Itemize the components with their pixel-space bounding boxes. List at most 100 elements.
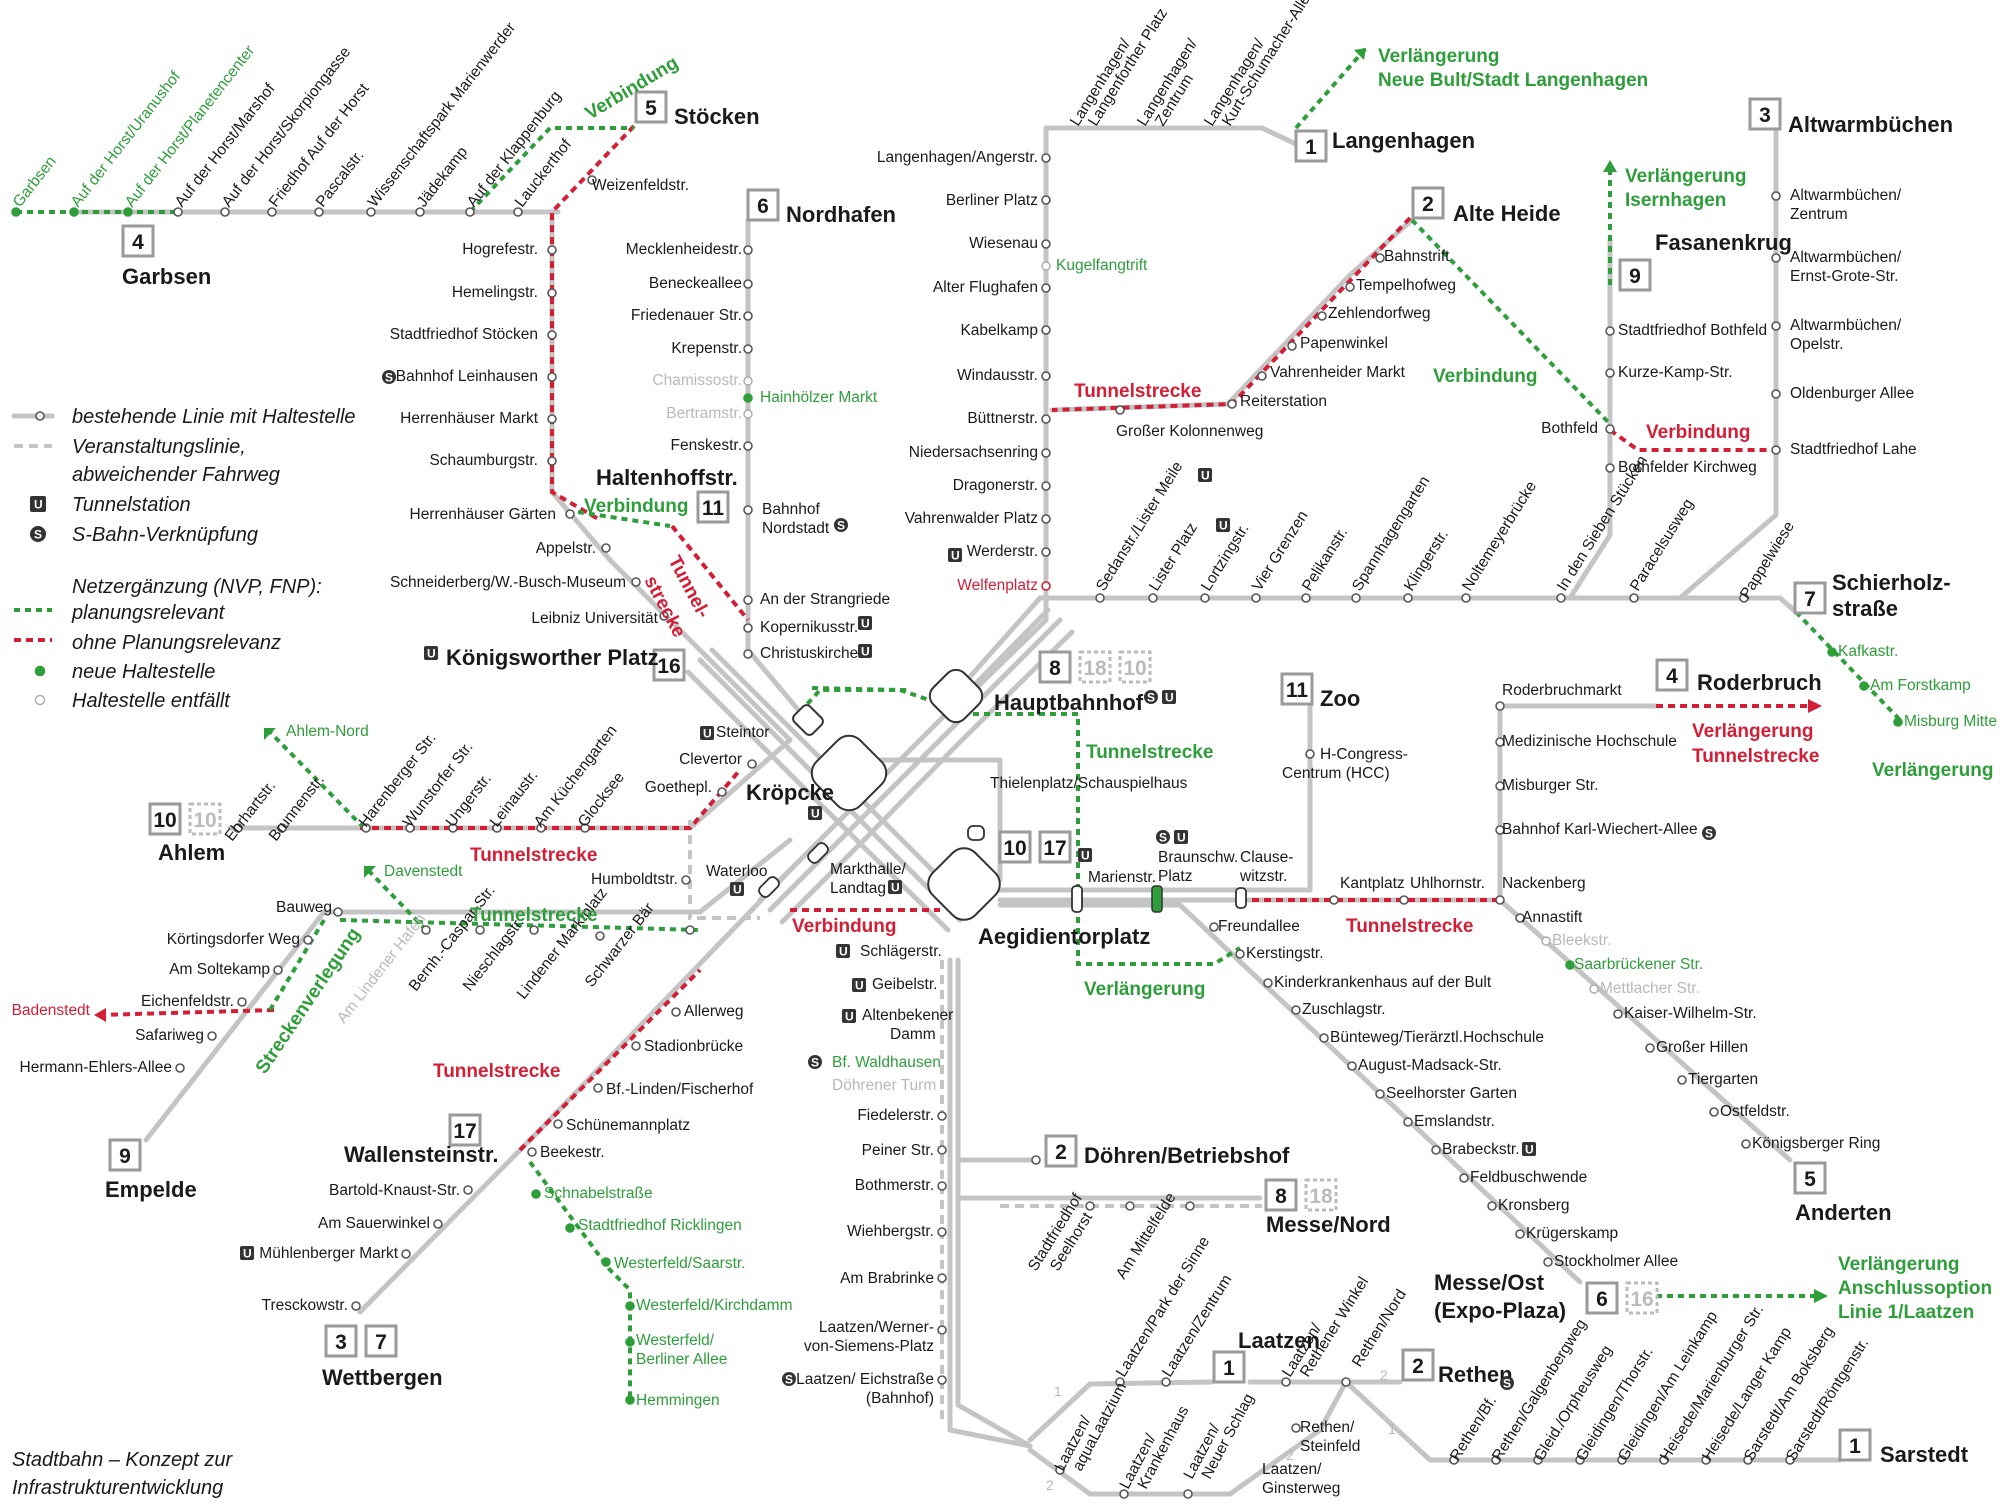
- station-label: Centrum (HCC): [1282, 765, 1390, 782]
- arrow-ahlem-nord: [264, 728, 276, 740]
- stop-marker: [1125, 1201, 1135, 1211]
- stop-marker: [1041, 581, 1051, 591]
- station-label: Mecklenheidestr.: [626, 241, 742, 258]
- stop-marker: [601, 543, 611, 553]
- route-annotation: Verbindung: [792, 916, 897, 937]
- line-badge: 10: [998, 830, 1032, 864]
- stop-marker: [595, 931, 605, 941]
- line-badge: 16: [1625, 1281, 1659, 1315]
- line-badge: 11: [1280, 672, 1314, 706]
- station-label: Rethen/: [1300, 1419, 1355, 1436]
- station-label: Thielenplatz/Schauspielhaus: [990, 775, 1188, 792]
- central-hubs: [758, 668, 1247, 921]
- badge-frame: [1793, 1161, 1827, 1195]
- station-label: Krügerskamp: [1526, 1225, 1618, 1242]
- svg-text:U: U: [951, 549, 960, 563]
- arrow-langenhagen: [1354, 48, 1366, 60]
- station-label: Bünteweg/Tierärztl.Hochschule: [1330, 1029, 1544, 1046]
- green-lindener-tunnel: [339, 918, 701, 932]
- badge-number: 5: [1804, 1168, 1816, 1191]
- line-badge: 16: [652, 648, 686, 682]
- s-icon: S: [1144, 690, 1158, 705]
- line-badge: 1: [1838, 1428, 1872, 1462]
- station-label: Bahnstrift: [1384, 248, 1450, 265]
- line-1-2-south: [947, 957, 1033, 1449]
- svg-text:U: U: [855, 979, 864, 993]
- stop-marker: [1613, 1009, 1623, 1019]
- badge-frame: [108, 1138, 142, 1172]
- stop-marker: [1041, 283, 1051, 293]
- line-badge: 6: [1585, 1281, 1619, 1315]
- stop-marker: [1041, 195, 1051, 205]
- legend-new-stop: neue Haltestelle: [72, 661, 215, 683]
- stop-marker: [717, 787, 727, 797]
- stop-marker: [1209, 922, 1219, 932]
- terminal-label: Garbsen: [122, 264, 211, 289]
- stop-marker: [351, 1301, 361, 1311]
- station-label: Herrenhäuser Gärten: [410, 506, 556, 523]
- badge-frame: [1793, 581, 1827, 615]
- line-badge: 3: [324, 1324, 358, 1358]
- red-ahlem-tunnel: [360, 768, 742, 830]
- stop-marker: [1085, 1201, 1095, 1211]
- station-label: Steinfeld: [1300, 1438, 1360, 1455]
- line-badge: 2: [1401, 1348, 1435, 1382]
- badge-number: 1: [1849, 1435, 1861, 1458]
- terminal-label: Haltenhoffstr.: [596, 465, 738, 490]
- stop-marker: [547, 245, 557, 255]
- station-label: Bartold-Knaust-Str.: [329, 1182, 460, 1199]
- stop-marker: [1235, 949, 1245, 959]
- badge-frame: [364, 1324, 398, 1358]
- stop-marker: [937, 1375, 947, 1385]
- station-label: Pelikanstr.: [1299, 524, 1351, 594]
- s-icon: S: [834, 518, 848, 533]
- stop-marker: [1148, 593, 1158, 603]
- terminal-label: Ahlem: [158, 840, 225, 865]
- tunnel-stop-thielenplatz: [967, 825, 985, 841]
- green-misburg: [1794, 610, 1902, 722]
- station-label: Windausstr.: [957, 367, 1038, 384]
- station-label: Westerfeld/Saarstr.: [614, 1255, 746, 1272]
- red-badenstedt: [99, 1008, 275, 1017]
- stop-marker: [1859, 681, 1869, 691]
- svg-text:S: S: [34, 528, 42, 542]
- badge-frame: [1655, 658, 1689, 692]
- badge-number: 11: [702, 497, 725, 520]
- badge-frame: [1280, 672, 1314, 706]
- stop-marker: [1317, 311, 1327, 321]
- stop-marker: [333, 907, 343, 917]
- hub-kroepcke: [810, 734, 888, 812]
- stop-marker: [513, 207, 523, 217]
- badge-frame: [1304, 1178, 1338, 1212]
- u-icon: U: [1162, 690, 1176, 705]
- stop-marker: [631, 1041, 641, 1051]
- station-label: Bf.-Linden/Fischerhof: [606, 1081, 754, 1098]
- stop-marker: [747, 759, 757, 769]
- stop-marker: [1515, 1229, 1525, 1239]
- station-label: Bothfelder Kirchweg: [1618, 459, 1757, 476]
- station-label: Körtingsdorfer Weg: [167, 931, 300, 948]
- badge-frame: [1078, 650, 1112, 684]
- station-label: Fiedelerstr.: [857, 1107, 934, 1124]
- line-6-messe-ost: [997, 902, 1583, 1285]
- line-7-misburg: [1777, 595, 1799, 615]
- svg-text:U: U: [861, 617, 870, 631]
- station-label: Opelstr.: [1790, 336, 1843, 353]
- stop-marker: [743, 393, 753, 403]
- stop-marker: [69, 207, 79, 217]
- station-label: Hermann-Ehlers-Allee: [20, 1059, 172, 1076]
- station-label: Nordstadt: [762, 520, 830, 537]
- station-label: Langenhagen/Angerstr.: [877, 149, 1038, 166]
- station-label: Kopernikusstr.: [760, 619, 858, 636]
- stop-marker: [547, 456, 557, 466]
- stop-marker: [415, 207, 425, 217]
- stop-marker: [1263, 978, 1273, 988]
- stop-marker: [547, 372, 557, 382]
- terminal-label: Kröpcke: [746, 780, 834, 805]
- route-annotation: Tunnelstrecke: [470, 905, 597, 926]
- legend-existing: bestehende Linie mit Haltestelle: [72, 406, 356, 428]
- stop-marker: [463, 1185, 473, 1195]
- line-6: [745, 217, 803, 715]
- stop-marker: [587, 175, 597, 185]
- badge-frame: [1625, 1281, 1659, 1315]
